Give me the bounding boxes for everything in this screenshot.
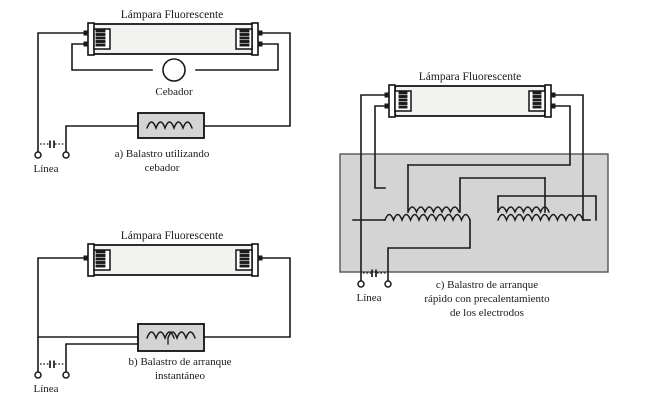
diagram-b-left-filament (95, 250, 106, 268)
diagram-c-line-label: Línea (356, 292, 381, 304)
diagram-c-enclosure (339, 153, 609, 273)
diagram-a-left-filament (95, 29, 106, 47)
diagram-c-left-filament (398, 91, 408, 109)
diagram-c-caption-line2: rápido con precalentamiento (424, 293, 550, 305)
diagram-a-line-label: Línea (33, 163, 58, 175)
diagram-a-caption-line1: a) Balastro utilizando (115, 148, 210, 160)
diagram-a-right-filament (239, 29, 250, 47)
diagram-c-caption-line1: c) Balastro de arranque (436, 279, 538, 291)
diagram-a-starter-label: Cebador (155, 86, 193, 98)
diagram-a-starter: Cebador (155, 58, 193, 98)
diagram-c: Lámpara Fluorescente (339, 71, 609, 319)
diagram-c-primary-winding (384, 213, 584, 223)
diagram-b-right-filament (239, 250, 250, 268)
diagram-a-lamp (83, 22, 263, 56)
diagram-c-line-terminals: Línea (356, 269, 392, 304)
diagram-c-lamp (384, 84, 556, 118)
diagram-c-preheat-winding-left (407, 206, 460, 214)
diagram-b-lamp (83, 243, 263, 277)
diagram-b-caption-line2: instantáneo (155, 370, 206, 382)
diagram-b-wiring (37, 257, 291, 373)
diagram-a-ballast (137, 112, 205, 139)
diagram-a-lamp-label: Lámpara Fluorescente (121, 9, 224, 21)
diagram-b-ballast (137, 323, 205, 352)
diagram-a: Lámpara Fluorescente Cebador (33, 9, 291, 175)
diagram-c-right-filament (532, 91, 542, 109)
diagram-a-line-terminals: Línea (33, 140, 70, 175)
diagram-b-line-label: Línea (33, 383, 58, 395)
diagram-b-caption-line1: b) Balastro de arranque (129, 356, 232, 368)
diagram-c-lamp-label: Lámpara Fluorescente (419, 71, 522, 83)
diagram-b-lamp-label: Lámpara Fluorescente (121, 230, 224, 242)
diagram-a-wiring (37, 32, 291, 153)
diagram-b: Lámpara Fluorescente (33, 230, 291, 395)
diagram-c-caption-line3: de los electrodos (450, 307, 524, 319)
diagram-c-preheat-winding-right (497, 206, 550, 214)
diagram-c-wiring (352, 94, 597, 282)
diagram-b-line-terminals: Línea (33, 360, 70, 395)
diagram-a-caption-line2: cebador (145, 162, 180, 174)
